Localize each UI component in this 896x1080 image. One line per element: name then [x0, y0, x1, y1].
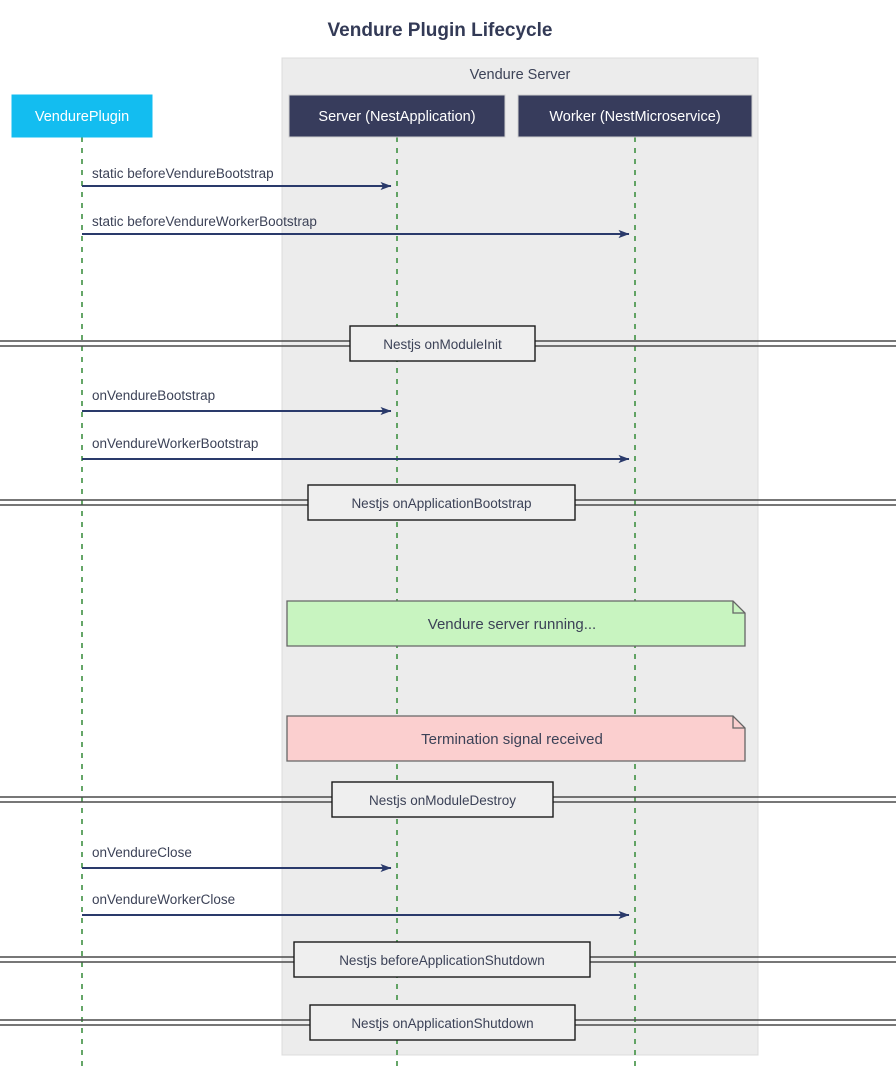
divider-label: Nestjs onModuleDestroy — [369, 793, 516, 808]
message-static-before-vendure-bootstrap: static beforeVendureBootstrap — [82, 166, 392, 191]
actor-worker[interactable]: Worker (NestMicroservice) — [517, 94, 753, 138]
note-label: Termination signal received — [421, 731, 603, 748]
message-label: onVendureWorkerBootstrap — [92, 436, 258, 451]
actor-worker-label: Worker (NestMicroservice) — [549, 109, 720, 125]
divider-nestjs-on-module-init: Nestjs onModuleInit — [0, 325, 896, 362]
message-label: onVendureClose — [92, 845, 192, 860]
message-on-vendure-bootstrap: onVendureBootstrap — [82, 388, 392, 416]
page-title: Vendure Plugin Lifecycle — [328, 20, 553, 41]
note-label: Vendure server running... — [428, 616, 596, 633]
actor-server-box[interactable] — [288, 94, 506, 138]
divider-label-box — [331, 781, 554, 818]
message-label: static beforeVendureWorkerBootstrap — [92, 214, 317, 229]
note-vendure-server-running: Vendure server running... — [286, 600, 746, 647]
actor-plugin[interactable]: VendurePlugin — [11, 94, 153, 138]
divider-label: Nestjs onApplicationBootstrap — [351, 496, 531, 511]
divider-label: Nestjs onModuleInit — [383, 337, 502, 352]
divider-label: Nestjs onApplicationShutdown — [351, 1016, 533, 1031]
divider-label-box — [307, 484, 576, 521]
divider-label-box — [349, 325, 536, 362]
message-on-vendure-worker-close: onVendureWorkerClose — [82, 892, 630, 920]
message-label: onVendureWorkerClose — [92, 892, 235, 907]
actor-server-label: Server (NestApplication) — [318, 109, 475, 125]
group-box-rect — [281, 57, 759, 1056]
divider-nestjs-on-application-shutdown: Nestjs onApplicationShutdown — [0, 1004, 896, 1041]
actor-worker-box[interactable] — [517, 94, 753, 138]
actor-plugin-label: VendurePlugin — [35, 109, 129, 125]
lifelines — [81, 137, 636, 1072]
note-body — [286, 600, 746, 647]
note-body — [286, 715, 746, 762]
divider-nestjs-on-application-bootstrap: Nestjs onApplicationBootstrap — [0, 484, 896, 521]
divider-label-box — [293, 941, 591, 978]
message-static-before-vendure-worker-bootstrap: static beforeVendureWorkerBootstrap — [82, 214, 630, 239]
message-label: static beforeVendureBootstrap — [92, 166, 274, 181]
actor-server[interactable]: Server (NestApplication) — [288, 94, 506, 138]
message-on-vendure-worker-bootstrap: onVendureWorkerBootstrap — [82, 436, 630, 464]
divider-label: Nestjs beforeApplicationShutdown — [339, 953, 545, 968]
group-vendure-server: Vendure Server — [281, 57, 759, 1056]
message-on-vendure-close: onVendureClose — [82, 845, 392, 873]
note-termination-signal-received: Termination signal received — [286, 715, 746, 762]
divider-nestjs-on-module-destroy: Nestjs onModuleDestroy — [0, 781, 896, 818]
group-box-label: Vendure Server — [470, 67, 571, 83]
divider-nestjs-before-application-shutdown: Nestjs beforeApplicationShutdown — [0, 941, 896, 978]
note-fold-icon — [732, 601, 745, 614]
note-fold-icon — [732, 716, 745, 729]
actor-plugin-box[interactable] — [11, 94, 153, 138]
message-label: onVendureBootstrap — [92, 388, 215, 403]
divider-label-box — [309, 1004, 576, 1041]
